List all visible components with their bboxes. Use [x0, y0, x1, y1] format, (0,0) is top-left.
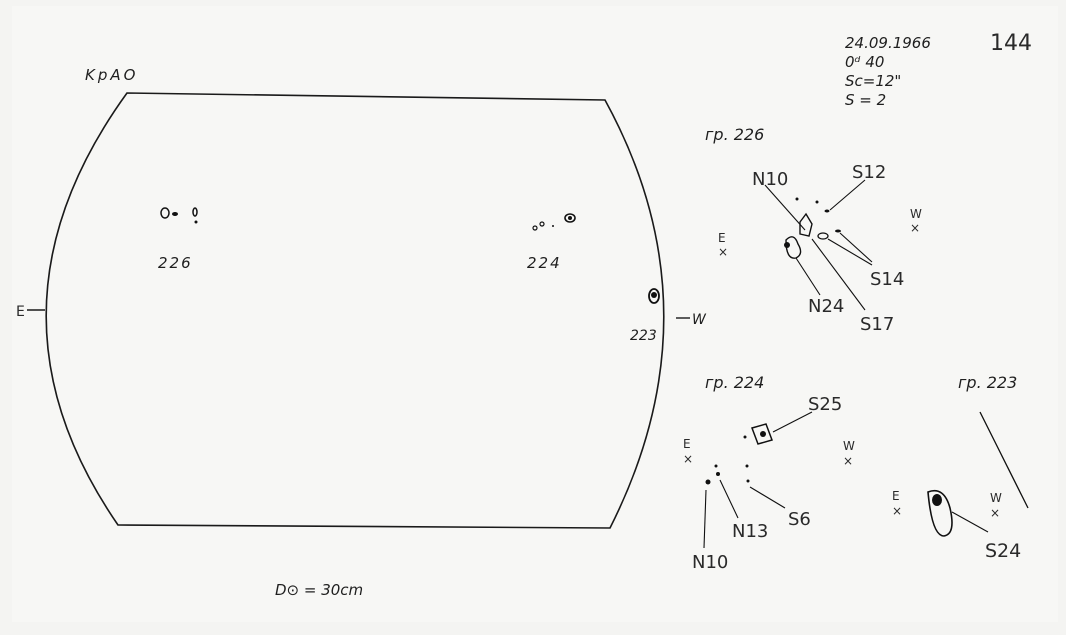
detail-group-223: гр. 223 E × W × S24: [892, 373, 1029, 562]
detail-group-226: гр. 226 E × W × N10 S12 S14 N24 S17: [705, 125, 922, 335]
disk-group-223-label: 223: [630, 328, 657, 344]
limb-line: [979, 411, 1029, 509]
station-label: KpAO: [85, 66, 138, 84]
detail-224-west: W: [843, 439, 855, 453]
detail-224-label-n10: N10: [692, 552, 728, 573]
detail-224-title: гр. 224: [705, 373, 764, 392]
detail-224-label-s6: S6: [788, 509, 811, 530]
detail-226-west: W: [910, 207, 922, 221]
paper: [12, 6, 1058, 622]
s-value: S = 2: [845, 91, 886, 109]
sheet-number: 144: [990, 31, 1032, 56]
solar-disk-outline: [45, 92, 665, 529]
disk-group-226-label: 226: [158, 254, 193, 272]
detail-224-label-n13: N13: [732, 521, 768, 542]
svg-text:×: ×: [892, 504, 902, 518]
svg-text:×: ×: [718, 245, 728, 259]
detail-226-title: гр. 226: [705, 125, 764, 144]
seeing-value: Sc=12": [845, 72, 901, 90]
svg-text:×: ×: [990, 506, 1000, 520]
detail-223-label-s24: S24: [985, 540, 1021, 562]
detail-226-label-n24: N24: [808, 296, 844, 317]
disk-east-label: E: [16, 304, 25, 320]
svg-text:×: ×: [843, 454, 853, 468]
disk-group-226-spots: [160, 207, 198, 224]
detail-224-east: E: [683, 437, 691, 451]
detail-223-east: E: [892, 489, 900, 503]
disk-west-label: W: [692, 312, 707, 328]
detail-226-east: E: [718, 231, 726, 245]
detail-226-label-s12: S12: [852, 162, 886, 183]
disk-diameter-note: D⊙ = 30cm: [275, 581, 363, 599]
svg-text:×: ×: [683, 452, 693, 466]
disk-group-224-spots: [532, 213, 576, 231]
detail-group-224: гр. 224 E × W × S25 N13 S6 N10: [683, 373, 855, 573]
detail-223-title: гр. 223: [958, 373, 1017, 392]
disk-group-223-spots: [648, 288, 660, 304]
observation-date: 24.09.1966: [845, 34, 931, 52]
detail-226-label-s17: S17: [860, 314, 894, 335]
svg-text:×: ×: [910, 221, 920, 235]
observation-time: 0ᵈ 40: [845, 53, 884, 71]
detail-224-label-s25: S25: [808, 394, 842, 415]
disk-group-224-label: 224: [527, 254, 562, 272]
detail-226-label-n10: N10: [752, 169, 788, 190]
detail-226-label-s14: S14: [870, 269, 904, 290]
detail-223-west: W: [990, 491, 1002, 505]
